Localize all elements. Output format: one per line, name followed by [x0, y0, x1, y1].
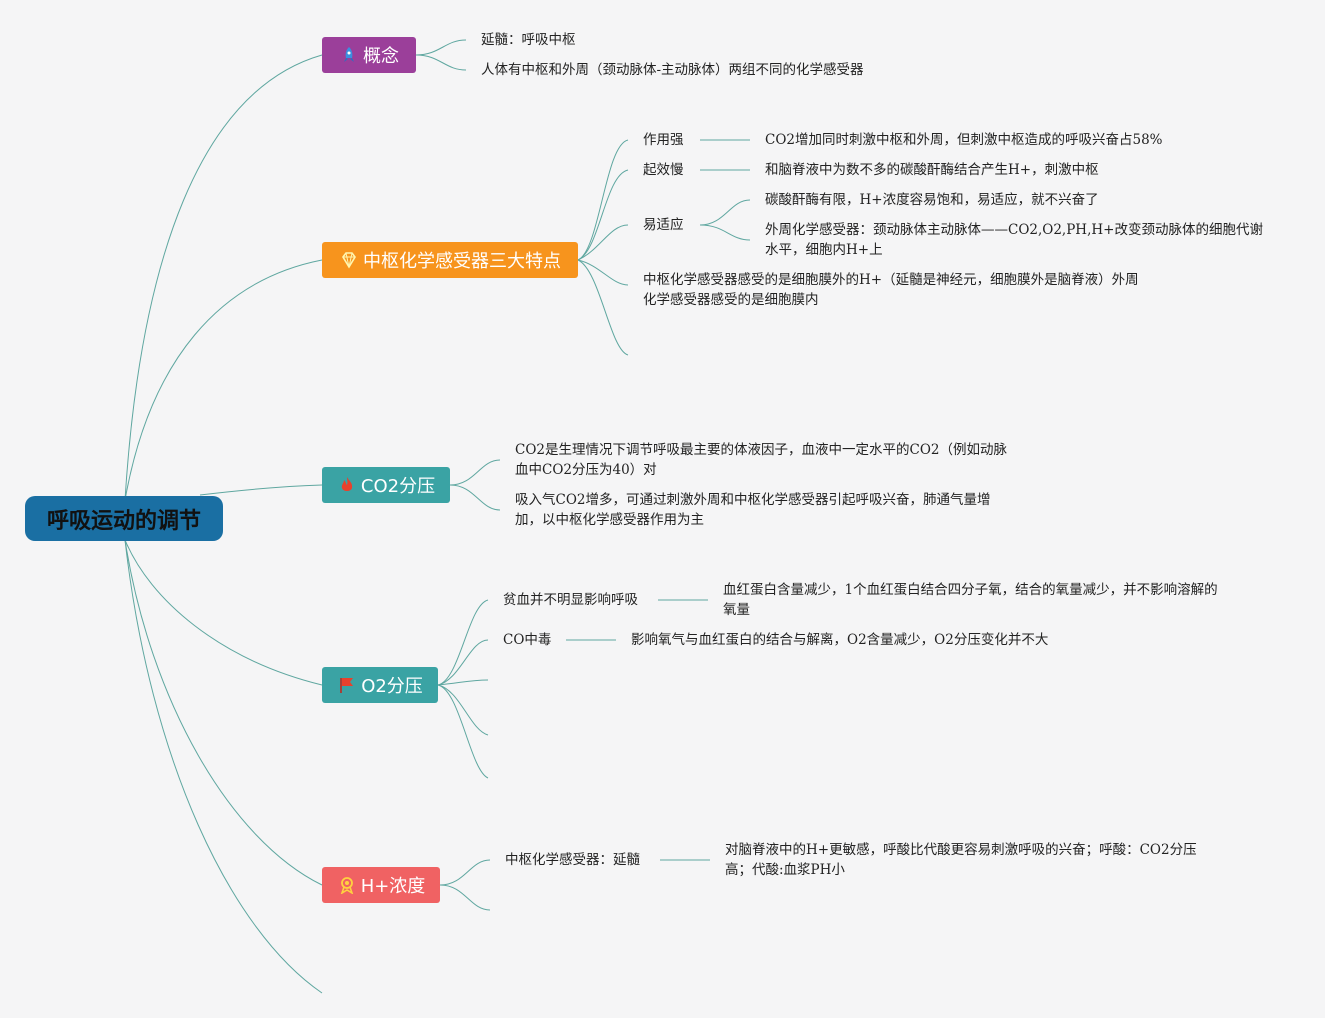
fire-icon: [337, 475, 357, 495]
branch-o2-label: O2分压: [361, 676, 423, 697]
root-label: 呼吸运动的调节: [46, 508, 201, 534]
central-item-3-detail-1: 碳酸酐酶有限，H+浓度容易饱和，易适应，就不兴奋了: [765, 192, 1099, 208]
branch-central-label: 中枢化学感受器三大特点: [363, 251, 561, 272]
diamond-icon: [339, 250, 359, 270]
link-root-o2: [124, 539, 323, 686]
co2-item-2: 吸入气CO2增多，可通过刺激外周和中枢化学感受器引起呼吸兴奋，肺通气量增加，以中…: [515, 492, 991, 528]
concept-item-2: 人体有中枢和外周（颈动脉体-主动脉体）两组不同的化学感受器: [481, 62, 864, 78]
h-item-1-detail: 对脑脊液中的H+更敏感，呼酸比代酸更容易刺激呼吸的兴奋；呼酸：CO2分压高；代酸…: [725, 842, 1197, 878]
branch-co2-label: CO2分压: [360, 476, 436, 497]
branch-concept-label: 概念: [363, 46, 399, 67]
concept-item-1: 延髓：呼吸中枢: [481, 32, 576, 48]
o2-item-1-label: 贫血并不明显影响呼吸: [503, 592, 638, 608]
branch-h-label: H+浓度: [360, 876, 426, 897]
central-note: 中枢化学感受器感受的是细胞膜外的H+（延髓是神经元，细胞膜外是脑脊液）外周化学感…: [643, 272, 1139, 308]
co2-item-1: CO2是生理情况下调节呼吸最主要的体液因子，血液中一定水平的CO2（例如动脉血中…: [515, 442, 1007, 478]
link-root-central: [124, 259, 323, 501]
root-node[interactable]: 呼吸运动的调节: [25, 496, 223, 541]
link-root-h: [124, 539, 323, 886]
branch-central[interactable]: 中枢化学感受器三大特点: [322, 242, 578, 278]
central-item-3-label: 易适应: [643, 217, 684, 233]
award-icon: [337, 875, 357, 895]
rocket-icon: [339, 45, 359, 65]
link-root-co2: [199, 484, 323, 496]
central-item-2-detail: 和脑脊液中为数不多的碳酸酐酶结合产生H+，刺激中枢: [765, 162, 1099, 178]
h-item-1-label: 中枢化学感受器：延髓: [505, 852, 640, 868]
link-root-concept: [124, 54, 323, 501]
o2-item-2-label: CO中毒: [503, 632, 552, 648]
branch-h[interactable]: H+浓度: [322, 867, 440, 903]
branch-concept[interactable]: 概念: [322, 37, 416, 73]
central-item-1-label: 作用强: [643, 132, 684, 148]
branch-co2[interactable]: CO2分压: [322, 467, 450, 503]
o2-item-2-detail: 影响氧气与血红蛋白的结合与解离，O2含量减少，O2分压变化并不大: [631, 632, 1049, 648]
central-item-1-detail: CO2增加同时刺激中枢和外周，但刺激中枢造成的呼吸兴奋占58%: [765, 132, 1163, 148]
link-root-extra: [124, 539, 323, 994]
central-item-2-label: 起效慢: [643, 162, 684, 178]
o2-item-1-detail: 血红蛋白含量减少，1个血红蛋白结合四分子氧，结合的氧量减少，并不影响溶解的氧量: [723, 582, 1218, 618]
central-item-3-detail-2: 外周化学感受器：颈动脉体主动脉体——CO2,O2,PH,H+改变颈动脉体的细胞代…: [765, 222, 1263, 258]
branch-o2[interactable]: O2分压: [322, 667, 438, 703]
flag-icon: [337, 675, 357, 695]
